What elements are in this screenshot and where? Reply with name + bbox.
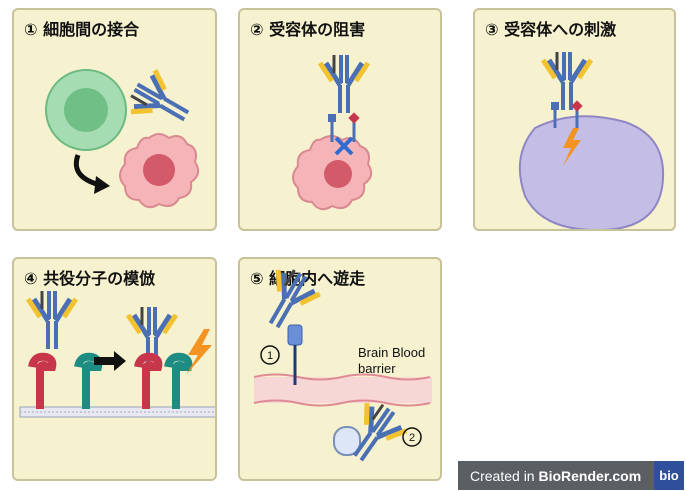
panel-title: ① 細胞間の接合 [24,20,140,39]
panel-receptor-blocking: ② 受容体の阻害 [238,8,442,231]
badge-brand: BioRender.com [538,467,642,484]
step-1-marker [260,345,280,365]
arrow [94,351,126,371]
blood-brain-barrier [254,377,432,403]
receptor-blocking-illustration [292,10,373,211]
badge-text: Created in BioRender.com [458,468,654,484]
panel-cell-junction: ① 細胞間の接合 [12,8,217,231]
panel-title: ③ 受容体への刺激 [485,20,617,39]
panel-cofactor-mimicry: ④ 共役分子の模倣 [12,257,217,481]
ligand-diamond [348,112,360,124]
biorender-badge[interactable]: Created in BioRender.com bio [458,461,684,490]
bbb-label-line2: barrier [358,361,396,376]
immune-cell-nucleus [64,88,108,132]
receptor-left-head [328,114,336,122]
step-2-marker [402,427,422,447]
antibody [28,291,76,349]
cofactor-mimicry-illustration [19,259,215,418]
step-1-label: 1 [267,350,273,362]
cell-junction-illustration [45,10,217,209]
bbb-label-line1: Brain Blood [358,345,425,360]
panel-title: ② 受容体の阻害 [250,20,366,39]
lightning-icon [186,329,212,375]
arrow-head [94,176,110,194]
receptor-block [287,324,303,346]
lightning-icon [563,128,581,166]
panel-receptor-stimulation: ③ 受容体への刺激 [473,8,676,231]
receptor-stimulation-illustration [518,10,665,229]
tumor-cell-nucleus [324,160,352,188]
step-2-label: 2 [409,432,415,444]
badge-prefix: Created in [470,467,539,484]
panel-intracellular-migration: ⑤ 細胞内へ遊走 1 Brain Blood barrier 2 [238,257,442,481]
antibody [320,55,368,113]
receptor-red [28,352,57,409]
tumor-cell-nucleus [143,154,175,186]
cell [518,115,665,229]
antibody [124,66,198,137]
biorender-logo-icon: bio [654,461,684,490]
antibody [543,52,591,110]
intracellular-migration-illustration: 1 Brain Blood barrier 2 [240,259,432,481]
panel-title: ④ 共役分子の模倣 [24,269,156,288]
vesicle [333,426,361,456]
